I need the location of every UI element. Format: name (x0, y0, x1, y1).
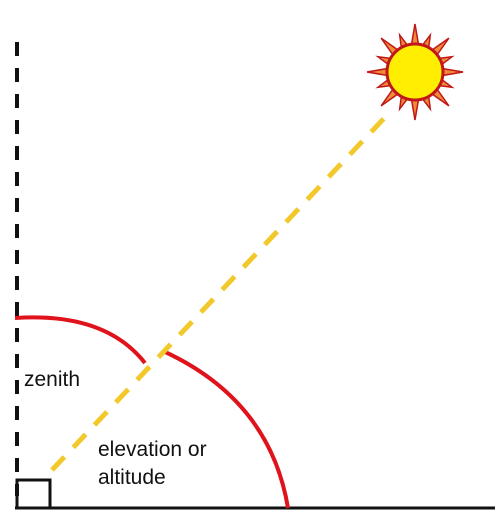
right-angle-marker (17, 480, 50, 508)
sun-disc (387, 44, 443, 100)
zenith-angle-arc (15, 317, 145, 363)
elevation-label-line2: altitude (98, 466, 166, 490)
zenith-label: zenith (24, 368, 80, 392)
elevation-angle-arc (163, 351, 288, 508)
sun-icon (367, 24, 463, 120)
elevation-label-line1: elevation or (98, 438, 207, 462)
sun-ray-dashed-line (52, 112, 390, 470)
